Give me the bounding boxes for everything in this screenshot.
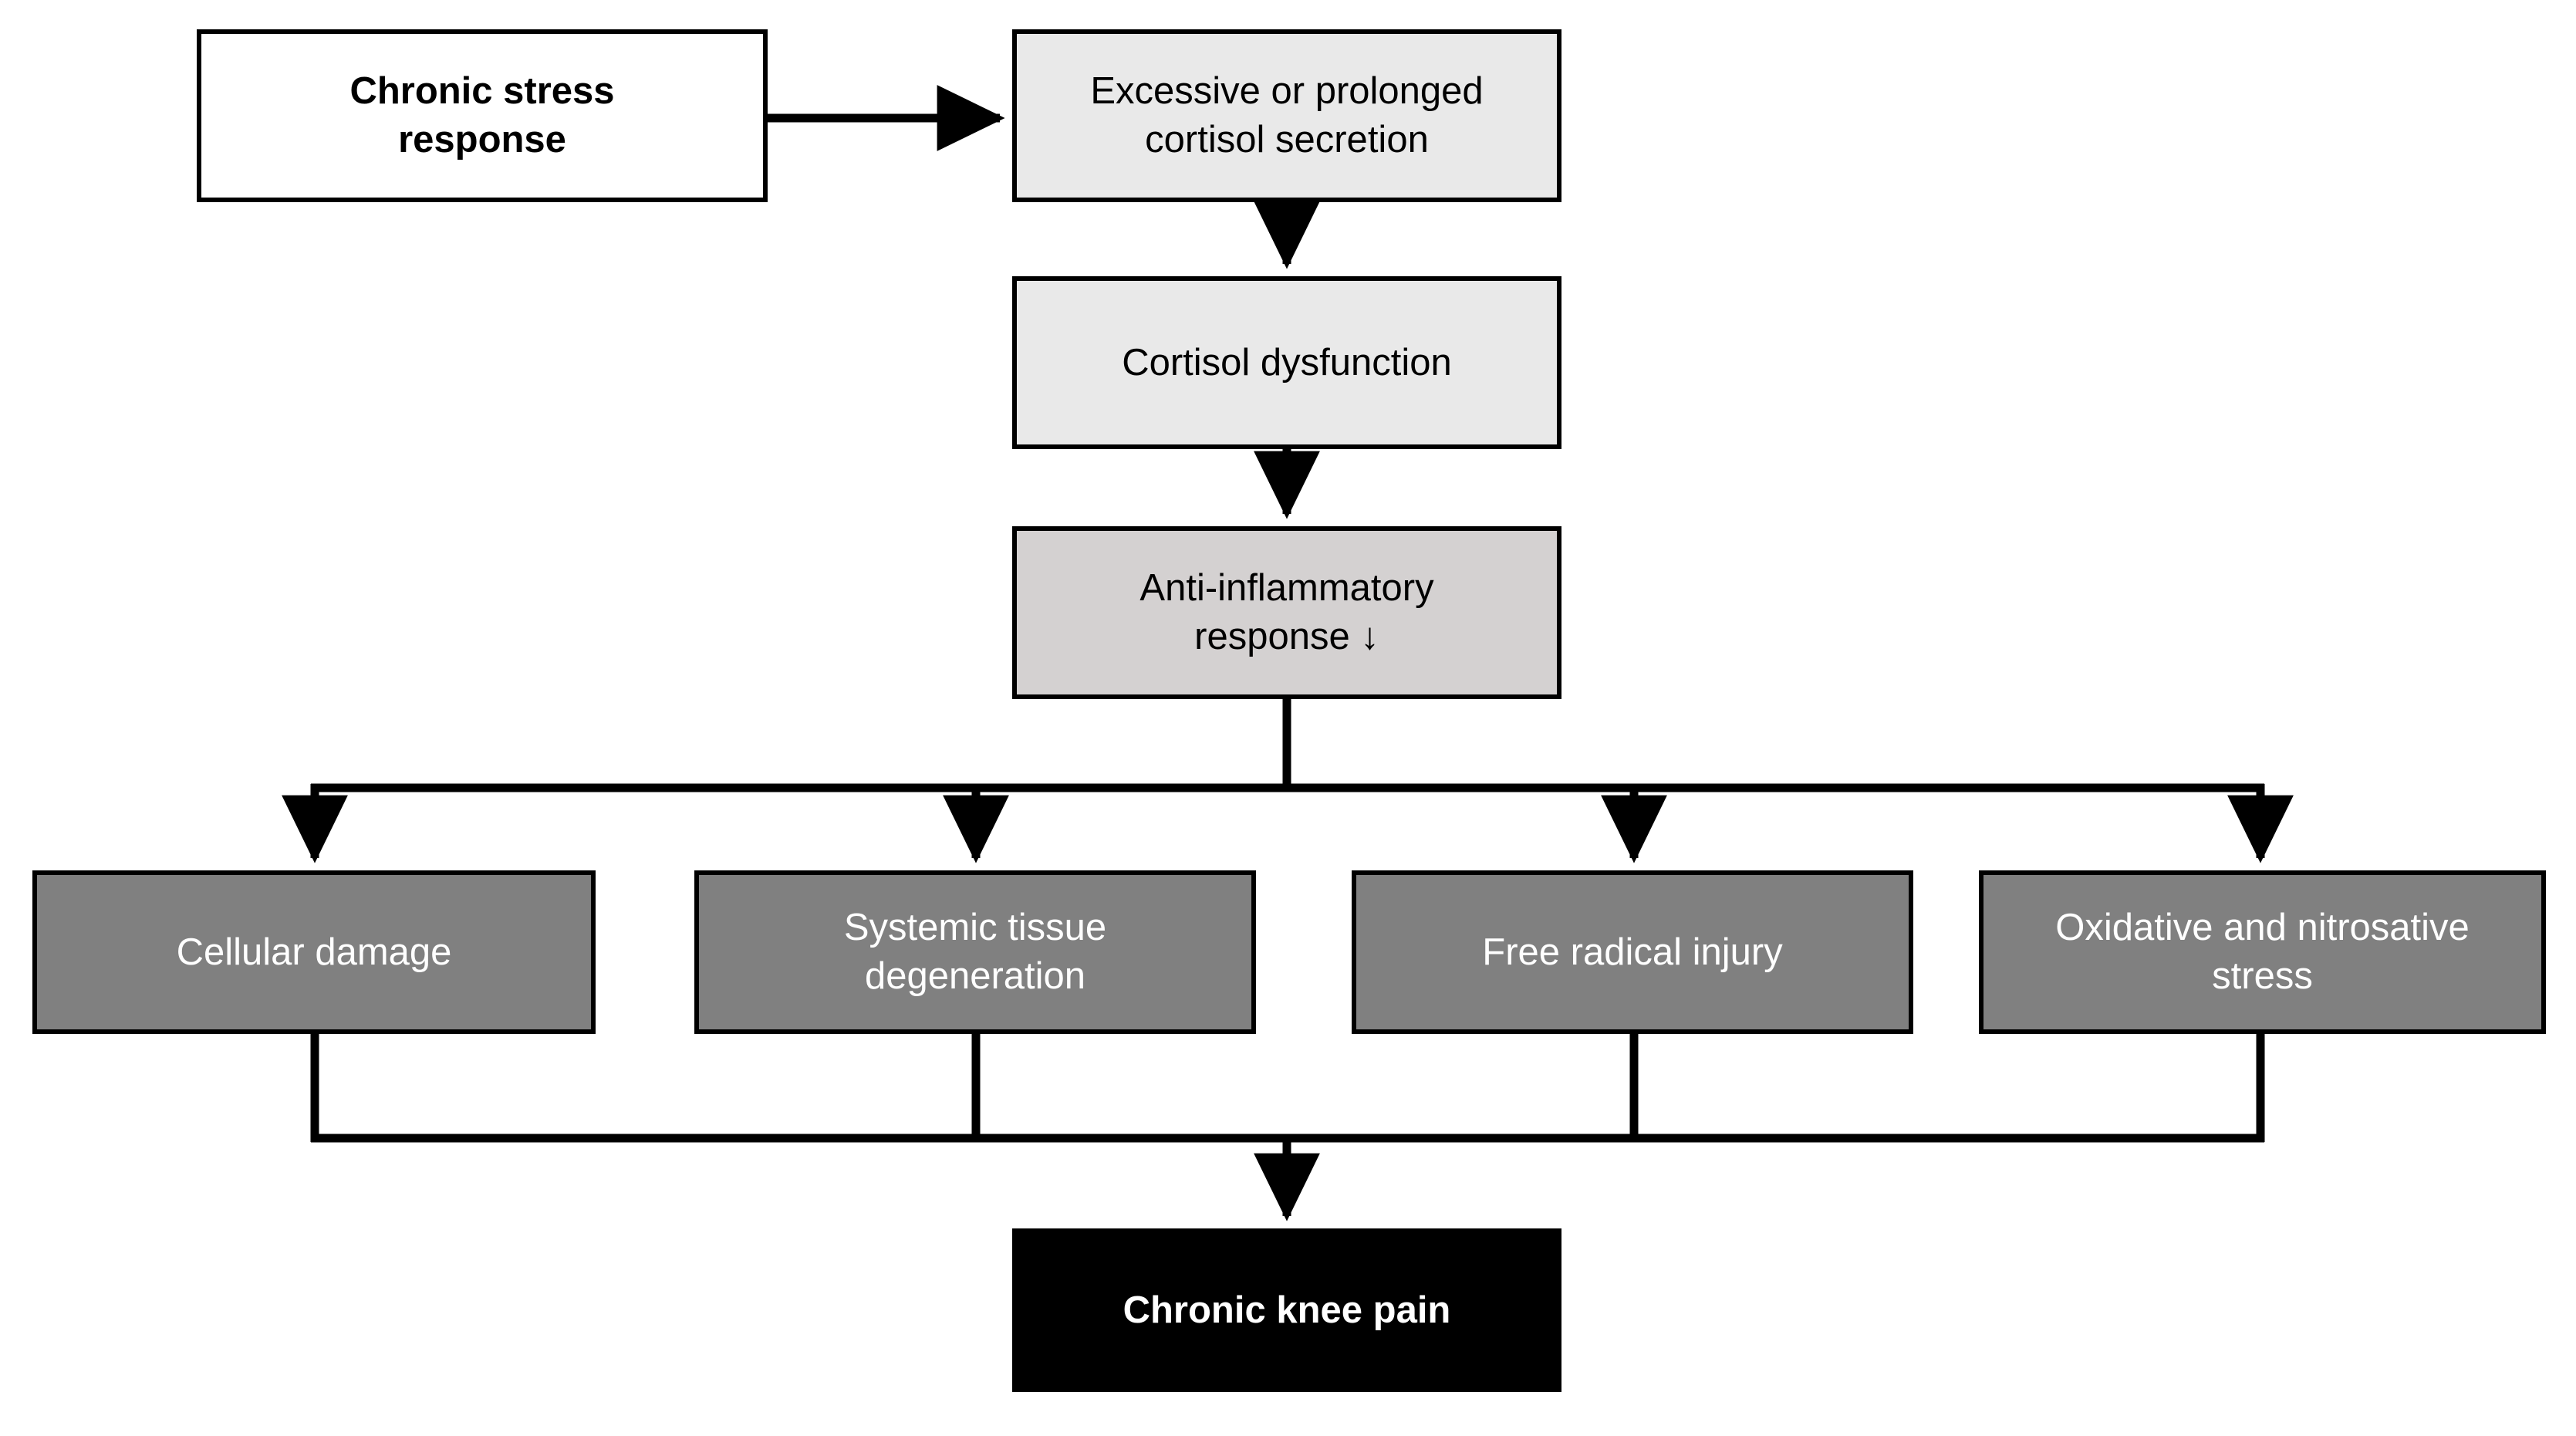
node-free-radical-injury[interactable]: Free radical injury [1352, 870, 1913, 1034]
edge-split-bus [282, 699, 2294, 863]
node-excessive-cortisol-secretion[interactable]: Excessive or prolonged cortisol secretio… [1012, 29, 1561, 202]
node-chronic-stress-response[interactable]: Chronic stress response [197, 29, 768, 202]
node-systemic-tissue-degeneration[interactable]: Systemic tissue degeneration [694, 870, 1256, 1034]
edge-merge-bus [310, 1034, 2265, 1221]
node-cellular-damage[interactable]: Cellular damage [32, 870, 596, 1034]
node-chronic-knee-pain[interactable]: Chronic knee pain [1012, 1228, 1561, 1392]
node-anti-inflammatory-response[interactable]: Anti-inflammatory response ↓ [1012, 526, 1561, 699]
node-cortisol-dysfunction[interactable]: Cortisol dysfunction [1012, 276, 1561, 449]
node-oxidative-nitrosative-stress[interactable]: Oxidative and nitrosative stress [1979, 870, 2546, 1034]
